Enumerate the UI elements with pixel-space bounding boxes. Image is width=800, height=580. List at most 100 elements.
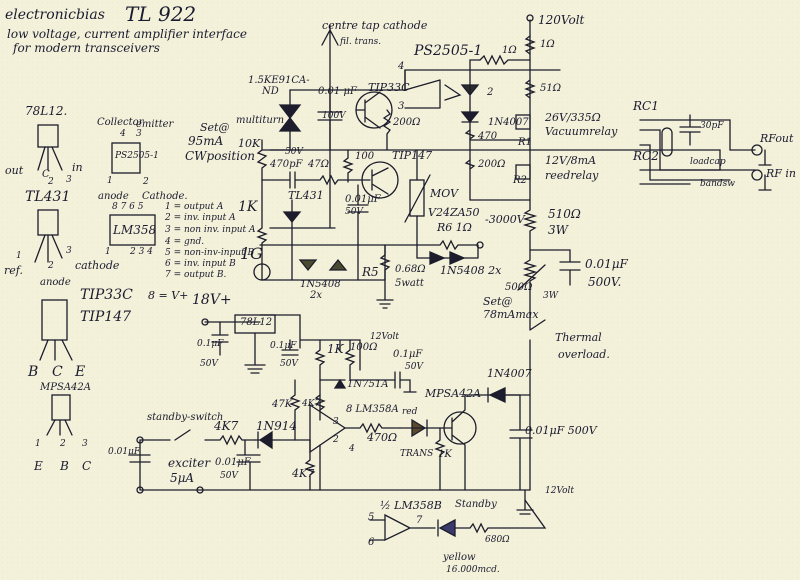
label-r-47k: 47K <box>272 399 293 410</box>
label-relay1b: Vacuumrelay <box>545 125 618 138</box>
label-r-4k7b: 4K7 <box>214 419 239 433</box>
label-r-1ohm: 1Ω <box>540 39 555 50</box>
lm358-pin1: 1 <box>105 247 111 257</box>
label-12volt-b: 12Volt <box>545 486 575 496</box>
label-r-470b: 470Ω <box>367 431 398 444</box>
title-model: TL 922 <box>125 2 197 26</box>
label-r-200b: 200Ω <box>478 159 506 170</box>
resistor-r6 <box>416 239 479 259</box>
lm358-chip: LM358 <box>113 223 157 237</box>
lm358-top-pins: 8 7 6 5 <box>112 202 144 212</box>
label-cap-0.1a: 0.1μF <box>197 339 224 349</box>
lm358-legend-4: 4 = gnd. <box>165 237 205 247</box>
label-thermal2: overload. <box>558 348 610 361</box>
tip147-name: TIP147 <box>80 309 132 325</box>
resistor-4k7-divider <box>314 379 326 421</box>
ps2505-cathode: Cathode. <box>142 191 188 202</box>
label-r2: R2 <box>513 175 527 186</box>
resistor-100-ohm <box>344 339 396 381</box>
ps2505-collector: Collector <box>97 117 144 128</box>
resistor-200-ohm <box>382 109 392 151</box>
label-cap-0.1c: 0.1μF <box>393 349 423 360</box>
label-standby-switch: standby-switch <box>147 412 224 423</box>
label-multiturn: multiturn <box>236 115 285 126</box>
label-set78b: 78mAmax <box>483 308 539 321</box>
label-relay2: 12V/8mA <box>545 154 597 167</box>
label-pin3: 3 <box>398 101 405 112</box>
label-r-47: 47Ω <box>308 159 330 170</box>
pinout-78l12-pin2: 2 <box>48 177 54 187</box>
resistor-1k-base <box>434 427 446 491</box>
label-cap-0.01b-v: 50V <box>345 207 363 217</box>
label-r-51: 51Ω <box>540 83 562 94</box>
ps2505-chip: PS2505-1 <box>115 151 159 161</box>
resistor-47k <box>289 379 301 441</box>
label-cap-0.1b-v: 50V <box>280 359 298 369</box>
zener-1n751a <box>319 378 347 389</box>
label-tvs-nd: ND <box>262 86 279 97</box>
lm358-legend-2: 2 = inv. input A <box>165 213 236 223</box>
label-r-4k7a: 4K7 <box>302 399 321 409</box>
label-led-red: red <box>402 407 418 417</box>
pinout-tl431-pin1: 1 <box>16 251 22 261</box>
resistor-r5 <box>261 244 391 281</box>
label-centre-tap: centre tap cathode <box>322 19 428 32</box>
subtitle-line2: for modern transceivers <box>13 41 160 55</box>
pinout-tl431-name: TL431 <box>25 189 71 205</box>
relay-r2 <box>515 164 531 180</box>
label-relay1: 26V/335Ω <box>545 111 601 124</box>
label-exciter: exciter <box>168 456 211 470</box>
tl431-package <box>37 209 59 236</box>
ps2505-pin1: 1 <box>107 176 113 186</box>
label-120volt: 120Volt <box>538 13 585 27</box>
label-cap-0.1b: 0.1μF <box>270 341 297 351</box>
label-1n4007-top: 1N4007 <box>488 117 529 128</box>
ps2505-pin3: 3 <box>136 129 142 139</box>
pinout-tl431-pin3: 3 <box>66 246 72 256</box>
label-r-1k-c: 1K <box>438 449 452 460</box>
label-fil-trans: fil. trans. <box>340 37 382 47</box>
label-r5-w: 5watt <box>395 278 424 289</box>
label-r1: R1 <box>518 137 532 148</box>
ps2505-pin2: 2 <box>143 177 149 187</box>
label-1n5408-x: 2x <box>310 290 323 301</box>
label-r5: R5 <box>362 265 379 279</box>
label-r-100b: 100Ω <box>350 342 378 353</box>
lm358-legend-7: 7 = output B. <box>165 270 227 280</box>
mpsa42-pin-b: B <box>60 459 69 473</box>
led-yellow <box>437 518 456 538</box>
label-pin5: 5 <box>368 512 375 523</box>
diode-1n4007-lower <box>464 386 521 404</box>
label-lm358b: ½ LM358B <box>380 499 442 512</box>
tip-pin-e: E <box>75 364 86 380</box>
label-cap-0.1a-v: 50V <box>200 359 218 369</box>
label-pot-1ohm: 1Ω <box>502 45 517 56</box>
label-cap-0.01: 0.01 μF <box>318 86 357 97</box>
opamp-lm358b <box>369 513 436 542</box>
label-1n914: 1N914 <box>256 419 298 433</box>
label-mpsa42: MPSA42A <box>425 387 482 400</box>
label-set-line2: 95mA <box>188 134 224 148</box>
label-ps2505: PS2505-1 <box>414 43 483 59</box>
label-r-10k: 10K <box>238 137 261 150</box>
mpsa42-pin2: 2 <box>60 439 66 449</box>
lm358-legend-1: 1 = output A <box>165 202 224 212</box>
pinout-tl431-anode: anode <box>40 277 71 288</box>
label-rc2: RC2 <box>633 149 659 163</box>
resistor-1k-left <box>256 209 268 281</box>
label-neg3000: -3000V <box>485 213 525 226</box>
label-pin7: 7 <box>416 515 423 526</box>
lm358-legend-6: 6 = inv. input B <box>165 259 236 269</box>
label-cap-0.01f: 0.01μF <box>215 457 251 468</box>
label-pin3b: 3 <box>333 417 339 427</box>
resistor-510-ohm <box>522 199 538 251</box>
ps2505-emitter: emitter <box>136 119 174 130</box>
label-yellow: yellow <box>443 552 476 563</box>
label-lm358a: 8 LM358A <box>346 404 399 415</box>
label-r-500-w: 3W <box>543 291 558 301</box>
mpsa42-pin3: 3 <box>82 439 88 449</box>
label-rfin: RF in <box>766 167 797 180</box>
label-1n5408: 1N5408 <box>300 279 341 290</box>
78l12-package <box>37 124 59 148</box>
